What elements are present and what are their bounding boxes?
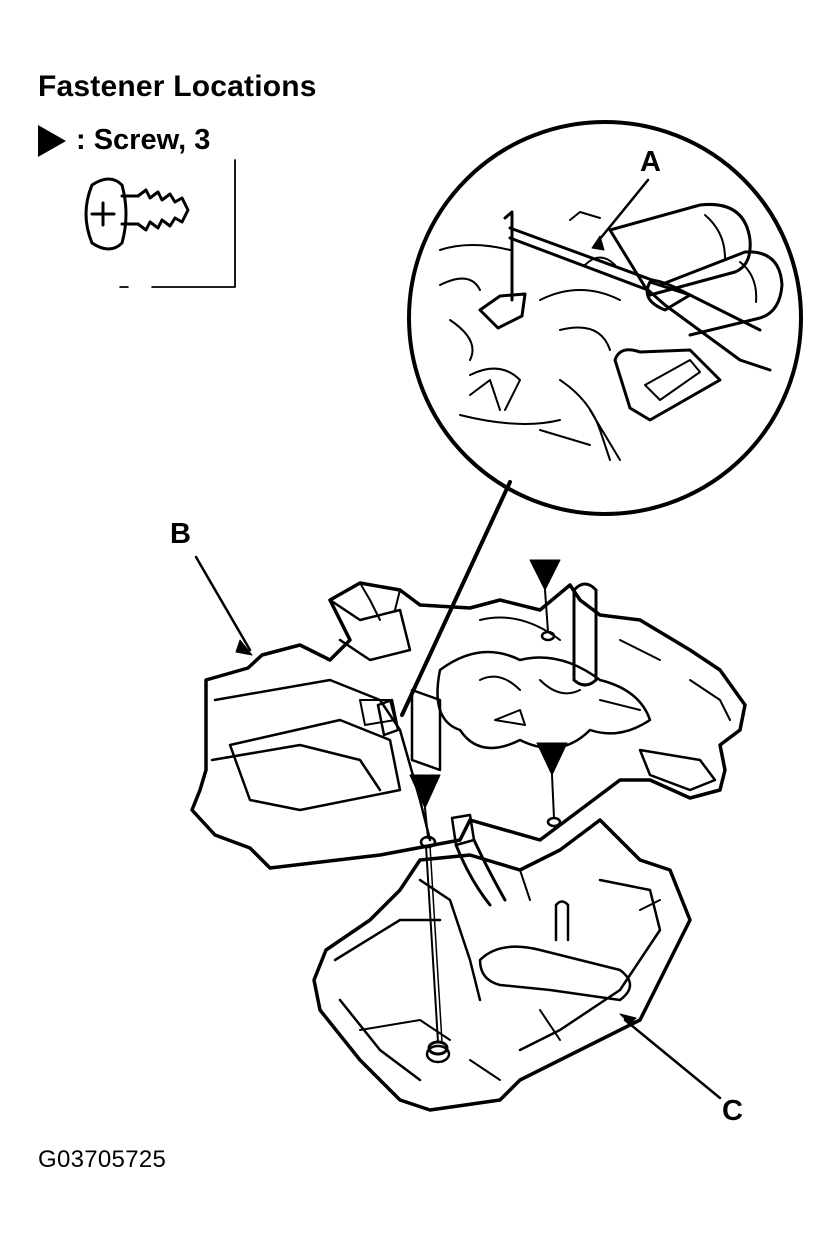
cover-plate (312, 818, 692, 1112)
detail-magnifier-circle (407, 120, 803, 516)
screw-marker-triangle-icon (38, 124, 66, 157)
callout-a-label: A (640, 146, 661, 178)
callout-b-label: B (170, 518, 191, 550)
callout-c-label: C (722, 1095, 743, 1127)
valve-body-assembly (190, 581, 747, 907)
screw-marker-1 (529, 559, 561, 633)
fastener-legend: : Screw, 3 (38, 124, 210, 157)
screw-icon (84, 159, 236, 289)
screw-marker-2 (536, 742, 568, 819)
legend-label: : Screw, 3 (76, 124, 211, 156)
screw-marker-3 (409, 774, 443, 1043)
figure-id: G03705725 (38, 1146, 167, 1173)
page-title: Fastener Locations (38, 70, 317, 103)
